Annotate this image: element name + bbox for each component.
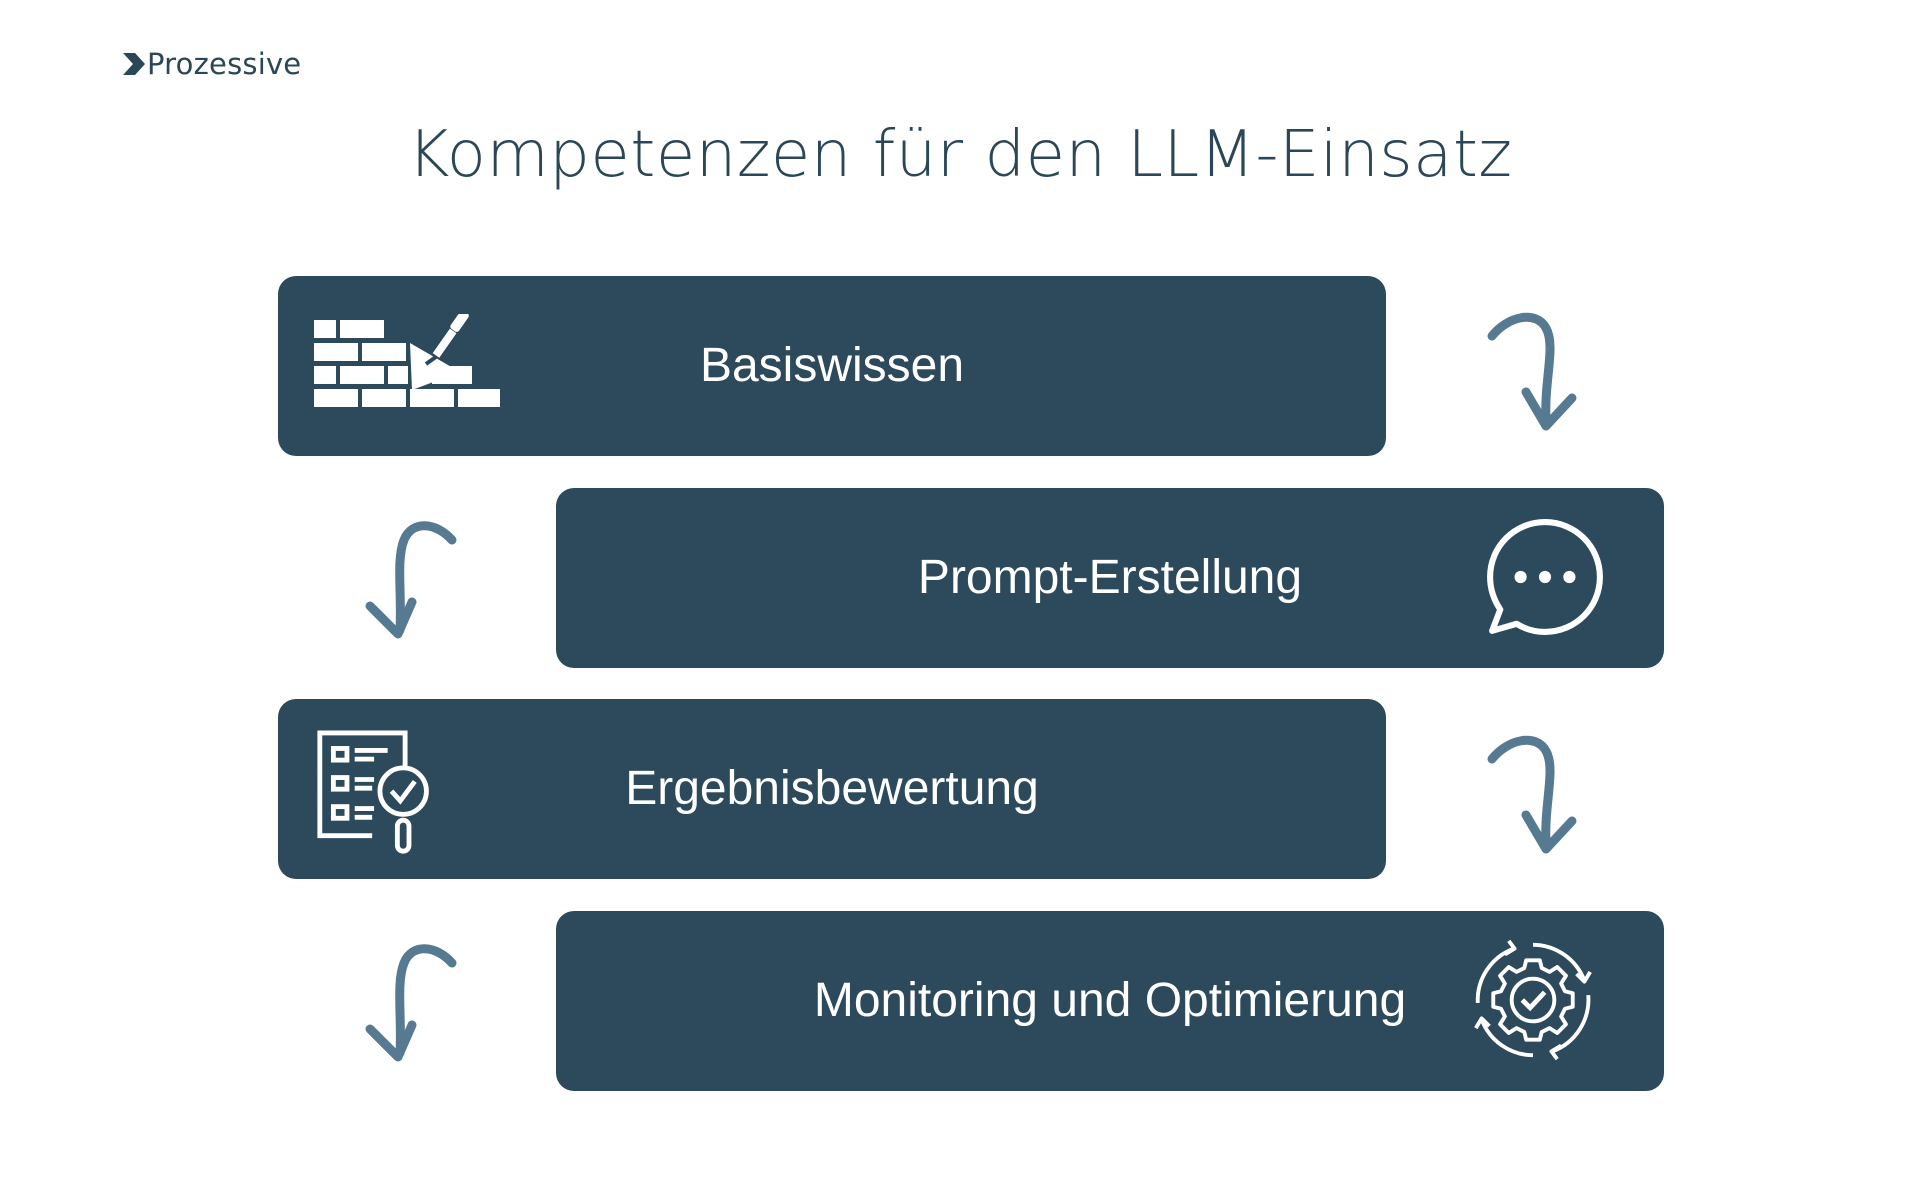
step-prompt-erstellung: Prompt-Erstellung xyxy=(556,488,1664,668)
curved-arrow-down-icon xyxy=(365,521,457,639)
chevron-logo-icon xyxy=(123,53,145,75)
step-ergebnisbewertung: Ergebnisbewertung xyxy=(278,699,1386,879)
step-label: Monitoring und Optimierung xyxy=(813,974,1407,1027)
brick-wall-trowel-icon xyxy=(314,314,500,407)
brand-logo: Prozessive xyxy=(122,44,301,84)
curved-arrow-down-icon xyxy=(365,944,457,1062)
step-monitoring-optimierung: Monitoring und Optimierung xyxy=(556,911,1664,1091)
brand-name: Prozessive xyxy=(147,47,302,81)
curved-arrow-down-icon xyxy=(1487,312,1577,431)
chat-bubble-icon xyxy=(1487,519,1603,635)
step-label: Ergebnisbewertung xyxy=(625,762,1039,815)
checklist-magnifier-icon xyxy=(317,730,429,854)
page-title: Kompetenzen für den LLM-Einsatz xyxy=(407,118,1513,192)
curved-arrow-down-icon xyxy=(1487,735,1577,854)
step-label: Basiswissen xyxy=(699,339,965,392)
step-label: Prompt-Erstellung xyxy=(917,551,1303,604)
gear-check-cycle-icon xyxy=(1474,939,1592,1061)
step-basiswissen: Basiswissen xyxy=(278,276,1386,456)
